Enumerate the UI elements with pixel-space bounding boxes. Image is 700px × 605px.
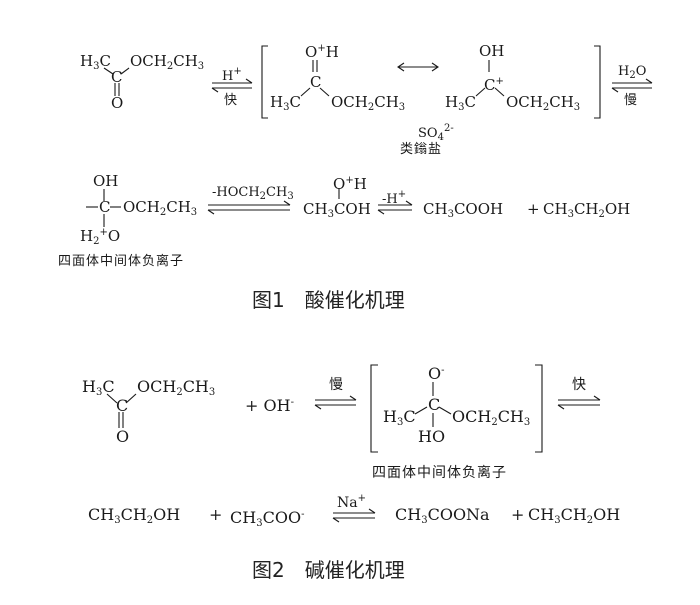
f1-tetra-och2ch3: OCH2CH3	[123, 198, 198, 218]
f1-res1-c: C	[310, 73, 322, 91]
f2-step3-top: Na+	[337, 493, 366, 511]
f2-ester-o: O	[116, 427, 130, 446]
figure-2-caption: 图2 碱催化机理	[252, 558, 405, 582]
f2-eq1-bottom-head	[314, 404, 322, 410]
f1-ester-och2ch3: OCH2CH3	[130, 52, 205, 72]
f2-salt: CH3COONa	[395, 505, 490, 527]
f1-res1-h3c: H3C	[270, 93, 301, 113]
f1-res2-och2ch3: OCH2CH3	[506, 93, 581, 113]
f2-eq3-top-head	[368, 508, 376, 514]
f2-step2-top: 快	[572, 377, 587, 393]
f1-res1-bond-right	[319, 87, 330, 97]
f1-eq3-bottom-head	[207, 209, 215, 215]
f1-oxonium-label: 类鎓盐	[400, 142, 443, 157]
f1-ester-o: O	[111, 94, 124, 112]
f1-acid: CH3COOH	[423, 200, 504, 220]
f2-ester-och2ch3: OCH2CH3	[137, 377, 216, 399]
f2-bracket-right	[535, 364, 543, 453]
f1-plus: +	[527, 200, 540, 218]
f2-plus-oh: + OH-	[245, 396, 294, 415]
f1-res1-oh: O+H	[305, 43, 339, 61]
f1-bracket-left	[261, 45, 268, 119]
f1-eq1-bottom-head	[211, 87, 219, 93]
f1-step2-top: H2O	[618, 64, 647, 81]
f1-ethanol: CH3CH2OH	[543, 200, 631, 220]
f2-eq2-top-head	[593, 395, 601, 401]
f2-tetra-label: 四面体中间体负离子	[372, 465, 507, 481]
f2-tetra-och2ch3: OCH2CH3	[452, 407, 531, 429]
f1-step2-bottom: 慢	[624, 93, 639, 108]
f1-resonance-arrow-right-head	[431, 62, 439, 72]
f2-plus-2: +	[511, 505, 525, 524]
f1-ester-bond-left	[103, 67, 114, 75]
f1-ester-h3c: H3C	[80, 52, 111, 72]
f1-tetra-oh: OH	[93, 172, 119, 190]
f2-tetra-h3c: H3C	[383, 407, 416, 429]
f2-acetate: CH3COO-	[230, 508, 305, 530]
f2-ester-c: C	[116, 396, 129, 415]
f1-acyl-ch3coh: CH3COH	[303, 200, 371, 220]
f2-eq3-bottom-head	[332, 517, 340, 523]
f1-acyl-oh: O+H	[333, 175, 367, 193]
f1-eq2-bottom-head	[611, 87, 619, 93]
f1-tetra-label: 四面体中间体负离子	[58, 254, 185, 269]
f1-step4-top: -H+	[382, 189, 407, 207]
f2-tetra-o: O-	[428, 364, 445, 383]
f2-ester-bond-left	[106, 393, 118, 404]
f1-res1-och2ch3: OCH2CH3	[331, 93, 406, 113]
f1-eq4-bottom-head	[377, 209, 385, 215]
f1-res2-bond-right	[494, 87, 505, 97]
f2-tetra-bond-left	[414, 406, 428, 415]
f1-bracket-right	[594, 45, 601, 119]
f2-tetra-c: C	[428, 395, 441, 414]
f2-tetra-bond-right	[438, 406, 452, 415]
f1-tetra-c: C	[99, 198, 111, 216]
f1-res2-c: C+	[484, 76, 504, 94]
figure-1-caption: 图1 酸催化机理	[252, 288, 405, 312]
f2-eq2-bottom-head	[557, 404, 565, 410]
f2-bracket-left	[370, 364, 378, 453]
f2-tetra-ho: HO	[418, 427, 446, 446]
f1-res1-bond-left	[300, 87, 311, 97]
f1-eq2-top-head	[645, 78, 653, 84]
f1-step1-bottom: 快	[224, 93, 239, 108]
f2-step1-top: 慢	[329, 377, 344, 393]
f2-ethanol-2: CH3CH2OH	[528, 505, 621, 527]
f1-resonance-arrow-left-head	[397, 62, 405, 72]
f1-so4: SO42-	[418, 123, 454, 143]
f1-step1-top: H+	[222, 66, 242, 84]
f1-eq1-top-head	[245, 78, 253, 84]
f2-ester-bond-right	[125, 393, 137, 404]
f1-res2-bond-left	[475, 87, 486, 97]
f2-plus-1: +	[209, 505, 223, 524]
f2-ester-h3c: H3C	[82, 377, 115, 399]
f1-res2-h3c: H3C	[445, 93, 476, 113]
f1-tetra-h2o: H2+O	[80, 227, 121, 247]
f1-step3-top: -HOCH2CH3	[212, 185, 294, 202]
f1-ester-c: C	[111, 68, 123, 86]
f2-eq1-top-head	[349, 395, 357, 401]
f1-res2-oh: OH	[479, 42, 505, 60]
f1-eq3-top-head	[283, 200, 291, 206]
f2-ethanol: CH3CH2OH	[88, 505, 181, 527]
f1-ester-bond-right	[120, 67, 130, 75]
f1-eq4-top-head	[405, 200, 413, 206]
